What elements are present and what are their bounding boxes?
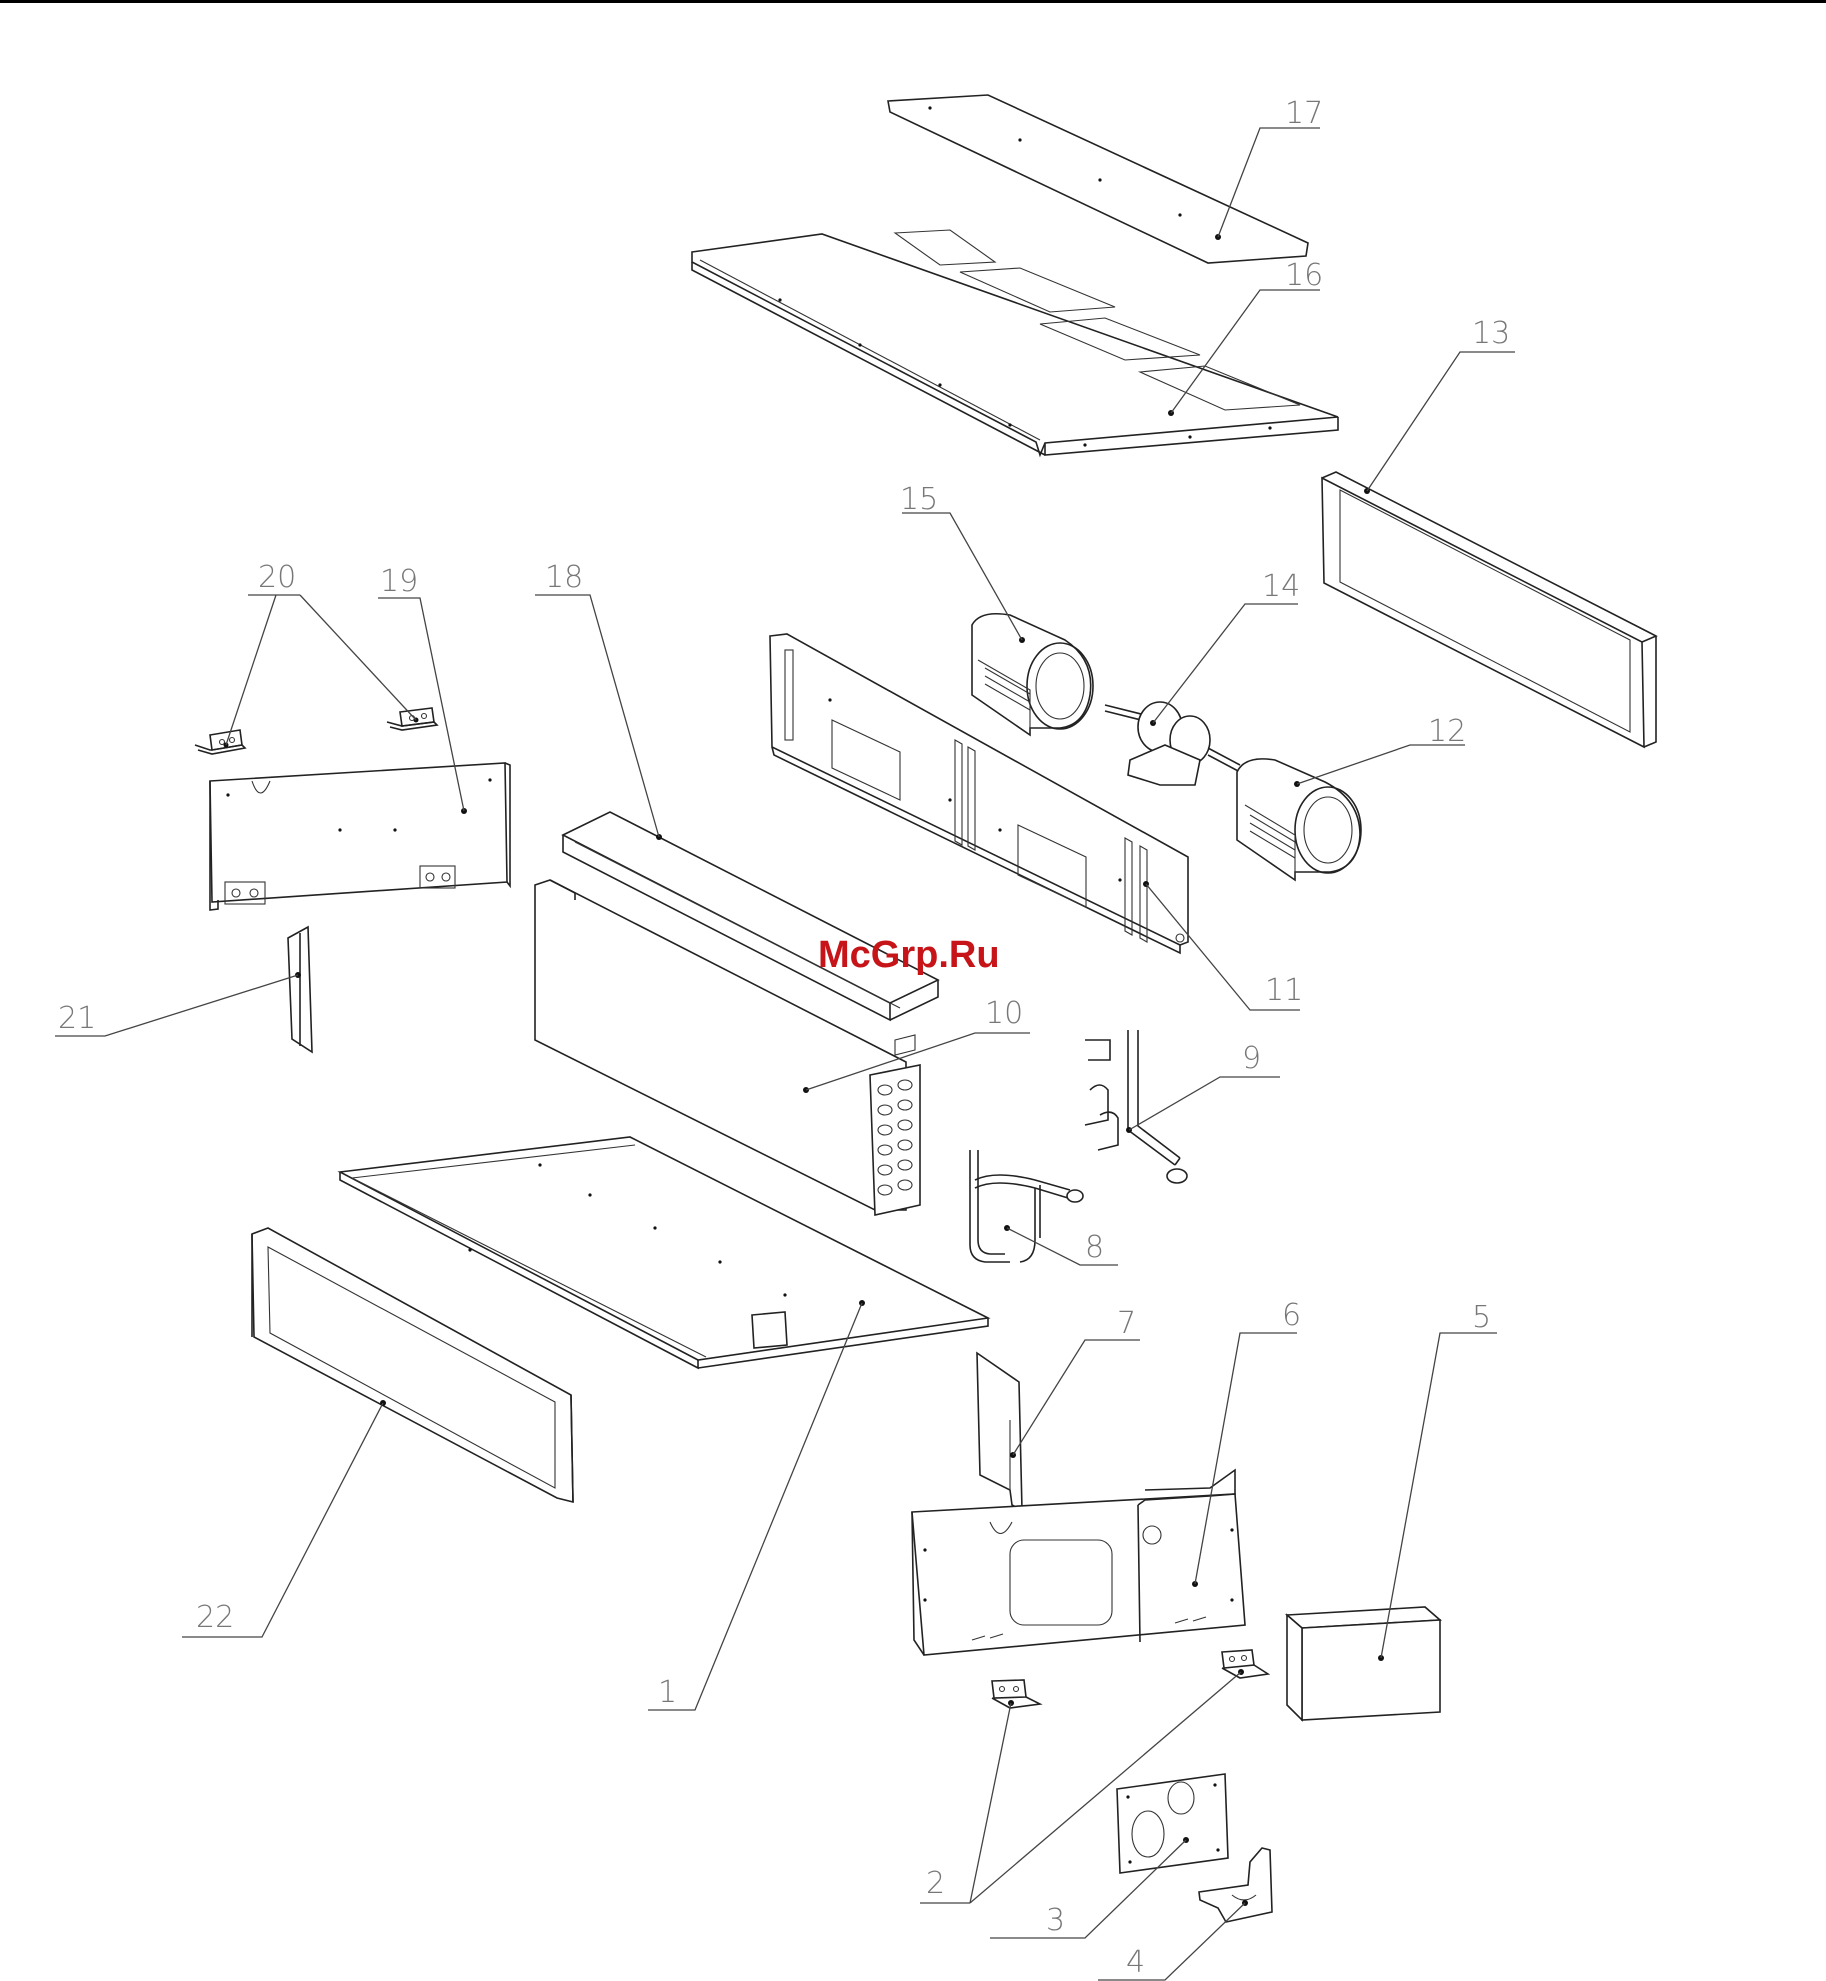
callout-19: 19 <box>380 564 418 599</box>
callout-5: 5 <box>1472 1300 1491 1335</box>
callout-3: 3 <box>1046 1903 1065 1938</box>
part-7-partition-plate <box>977 1353 1022 1510</box>
part-9-gas-pipe-assembly <box>1085 1030 1187 1183</box>
callout-8: 8 <box>1085 1230 1104 1265</box>
callout-21: 21 <box>58 1001 96 1036</box>
part-8-liquid-pipe-assembly <box>970 1150 1083 1262</box>
callout-20: 20 <box>258 560 296 595</box>
part-15-centrifugal-fan-left <box>972 614 1093 735</box>
callout-9: 9 <box>1242 1041 1261 1076</box>
part-12-centrifugal-fan-right <box>1237 759 1361 880</box>
callout-15: 15 <box>900 482 938 517</box>
part-19-side-panel-left <box>210 763 510 910</box>
leader-18 <box>535 595 659 837</box>
leader-7 <box>1013 1340 1140 1455</box>
part-2-mounting-brackets <box>992 1650 1268 1708</box>
callout-1: 1 <box>658 1675 677 1710</box>
callout-2: 2 <box>926 1866 945 1901</box>
leader-13 <box>1367 352 1515 491</box>
part-3-pipe-cover-plate <box>1117 1774 1228 1873</box>
callout-6: 6 <box>1282 1298 1301 1333</box>
part-13-air-outlet-frame <box>1322 472 1656 747</box>
leader-12 <box>1297 745 1465 784</box>
watermark-text: McGrp.Ru <box>818 934 1000 976</box>
callout-10: 10 <box>985 996 1023 1031</box>
callout-18: 18 <box>545 560 583 595</box>
leader-20b <box>300 595 416 720</box>
part-17-top-cover-plate <box>888 95 1308 263</box>
callout-13: 13 <box>1472 316 1510 351</box>
callout-16: 16 <box>1285 258 1323 293</box>
callout-4: 4 <box>1126 1945 1145 1980</box>
part-16-top-cover <box>692 230 1338 455</box>
part-21-support-plate <box>288 927 312 1052</box>
part-5-electric-box <box>1287 1607 1440 1720</box>
callout-17: 17 <box>1285 96 1323 131</box>
leader-14 <box>1153 604 1298 723</box>
callout-22: 22 <box>196 1600 234 1635</box>
leader-1 <box>648 1303 862 1710</box>
callout-7: 7 <box>1117 1306 1136 1341</box>
callout-12: 12 <box>1428 714 1466 749</box>
leader-20a <box>226 595 276 745</box>
callout-14: 14 <box>1262 569 1300 604</box>
callout-11: 11 <box>1265 973 1303 1008</box>
leader-9 <box>1129 1077 1280 1130</box>
part-6-side-panel-right <box>912 1470 1245 1655</box>
part-14-fan-motor <box>1105 702 1240 785</box>
